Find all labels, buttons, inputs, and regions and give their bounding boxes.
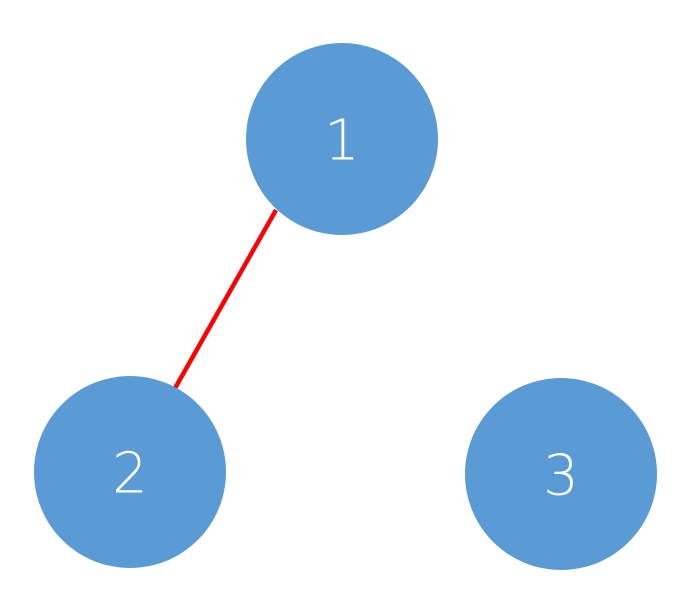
edge-1-2 xyxy=(172,208,278,392)
node-3-circle xyxy=(465,378,657,570)
node-2: 2 xyxy=(34,376,226,568)
node-2-label: 2 xyxy=(112,442,148,507)
node-3: 3 xyxy=(465,378,657,570)
node-2-circle xyxy=(34,376,226,568)
node-1-label: 1 xyxy=(324,109,360,174)
node-1: 1 xyxy=(246,43,438,235)
node-3-label: 3 xyxy=(543,444,579,509)
node-1-circle xyxy=(246,43,438,235)
